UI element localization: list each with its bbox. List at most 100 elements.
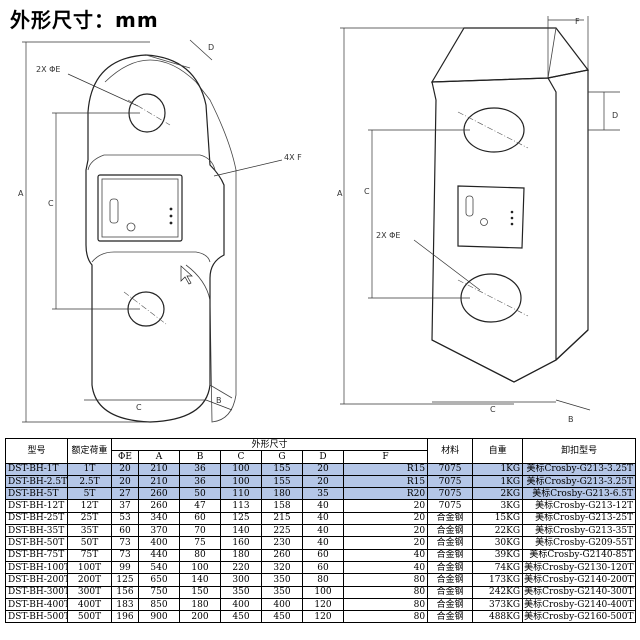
cell-dim-a: 750 bbox=[138, 585, 180, 599]
cell-dim-a: 210 bbox=[138, 462, 180, 476]
left-centerline-top bbox=[127, 99, 171, 126]
right-hole-label: 2X ΦE bbox=[376, 231, 400, 240]
left-usb-port bbox=[109, 198, 119, 224]
cell-shackle: 美标Crosby-G2140-300T bbox=[522, 585, 637, 599]
cell-rated-load: 300T bbox=[67, 585, 112, 599]
cell-dim-e: 60 bbox=[111, 524, 139, 538]
cell-rated-load: 400T bbox=[67, 597, 112, 612]
cell-dim-f: R15 bbox=[342, 462, 429, 476]
cell-dim-e: 183 bbox=[111, 597, 139, 612]
cell-dim-c: 160 bbox=[220, 536, 262, 550]
cell-dim-e: 73 bbox=[111, 536, 139, 550]
right-top-hole bbox=[463, 107, 525, 153]
cell-dim-d: 100 bbox=[302, 585, 344, 599]
cell-dim-d: 40 bbox=[302, 524, 344, 538]
cell-shackle: 美标Crosby-G213-12T bbox=[522, 499, 637, 513]
cell-material: 合金钢 bbox=[427, 573, 474, 587]
right-view: A C C B F D 2X ΦE bbox=[337, 16, 620, 424]
cell-model: DST-BH-12T bbox=[5, 499, 68, 513]
right-top-cap bbox=[430, 27, 590, 83]
cell-dim-a: 340 bbox=[138, 511, 180, 526]
cell-dim-d: 35 bbox=[302, 487, 344, 501]
cell-dim-g: 400 bbox=[261, 597, 303, 612]
cell-shackle: 美标Crosby-G213-35T bbox=[522, 524, 637, 538]
cell-weight: 3KG bbox=[472, 499, 524, 513]
cell-dim-c: 100 bbox=[220, 462, 262, 476]
cell-weight: 39KG bbox=[472, 548, 524, 562]
left-body-back-outline bbox=[104, 59, 237, 423]
left-display-inner bbox=[101, 178, 179, 238]
left-hole-label: 2X ΦE bbox=[36, 65, 60, 74]
cell-dim-d: 80 bbox=[302, 573, 344, 587]
cell-weight: 2KG bbox=[472, 487, 524, 501]
right-centerline-top bbox=[457, 111, 529, 149]
cell-dim-b: 60 bbox=[179, 511, 221, 526]
page-title: 外形尺寸：mm bbox=[10, 8, 159, 32]
spec-table: 型号 额定荷重 外形尺寸 材料 自重 卸扣型号 ΦE A B C G D F D… bbox=[5, 437, 637, 624]
cell-weight: 22KG bbox=[472, 524, 524, 538]
cell-weight: 30KG bbox=[472, 536, 524, 550]
right-centerline-bottom bbox=[457, 279, 529, 317]
cell-dim-f: 80 bbox=[342, 597, 429, 612]
cell-material: 7075 bbox=[427, 487, 474, 501]
cell-dim-f: 20 bbox=[342, 536, 429, 550]
cell-shackle: 美标Crosby-G213-3.25T bbox=[522, 462, 637, 476]
cell-material: 合金钢 bbox=[427, 511, 474, 526]
cell-dim-b: 36 bbox=[179, 474, 221, 489]
cell-model: DST-BH-75T bbox=[5, 548, 68, 562]
header-dim-a: A bbox=[138, 450, 180, 464]
left-fillet-leader bbox=[213, 159, 283, 177]
cell-dim-g: 225 bbox=[261, 524, 303, 538]
cell-dim-c: 300 bbox=[220, 573, 262, 587]
right-usb-port bbox=[465, 195, 474, 217]
cell-rated-load: 500T bbox=[67, 610, 112, 624]
cell-dim-d: 20 bbox=[302, 462, 344, 476]
cell-dim-g: 450 bbox=[261, 610, 303, 624]
header-dim-f: F bbox=[342, 450, 429, 464]
cell-dim-c: 110 bbox=[220, 487, 262, 501]
cell-dim-f: R20 bbox=[342, 487, 429, 501]
left-depth-line-top bbox=[145, 54, 191, 69]
left-led-3 bbox=[169, 221, 173, 225]
cell-material: 合金钢 bbox=[427, 548, 474, 562]
header-dim-e: ΦE bbox=[111, 450, 139, 464]
right-cap-edge bbox=[547, 27, 557, 79]
cell-dim-f: 40 bbox=[342, 560, 429, 575]
cell-dim-c: 113 bbox=[220, 499, 262, 513]
cell-dim-c: 450 bbox=[220, 610, 262, 624]
right-dim-a-label: A bbox=[337, 189, 343, 198]
left-hole-leader bbox=[67, 73, 139, 107]
header-model: 型号 bbox=[5, 438, 68, 464]
cell-dim-d: 40 bbox=[302, 511, 344, 526]
cell-dim-f: 20 bbox=[342, 524, 429, 538]
cell-dim-g: 155 bbox=[261, 462, 303, 476]
left-dim-b-label: B bbox=[216, 396, 222, 405]
header-dim-c: C bbox=[220, 450, 262, 464]
left-knob bbox=[126, 222, 136, 232]
cell-dim-e: 27 bbox=[111, 487, 139, 501]
header-weight: 自重 bbox=[472, 438, 524, 464]
cell-model: DST-BH-400T bbox=[5, 597, 68, 612]
cell-model: DST-BH-25T bbox=[5, 511, 68, 526]
left-display-panel bbox=[97, 174, 183, 242]
cell-rated-load: 25T bbox=[67, 511, 112, 526]
cell-dim-a: 900 bbox=[138, 610, 180, 624]
cell-dim-a: 440 bbox=[138, 548, 180, 562]
cell-material: 7075 bbox=[427, 474, 474, 489]
cell-dim-g: 180 bbox=[261, 487, 303, 501]
table-header-row-1: 型号 额定荷重 外形尺寸 材料 自重 卸扣型号 bbox=[5, 437, 637, 464]
cell-dim-b: 180 bbox=[179, 597, 221, 612]
cell-dim-b: 150 bbox=[179, 585, 221, 599]
cell-dim-a: 850 bbox=[138, 597, 180, 612]
cell-material: 合金钢 bbox=[427, 560, 474, 575]
cell-shackle: 美标Crosby-G2140-200T bbox=[522, 573, 637, 587]
cell-dim-e: 125 bbox=[111, 573, 139, 587]
cell-dim-a: 370 bbox=[138, 524, 180, 538]
left-dim-b-line bbox=[205, 399, 233, 411]
cell-dim-d: 60 bbox=[302, 548, 344, 562]
right-dim-b-label: B bbox=[568, 415, 574, 424]
